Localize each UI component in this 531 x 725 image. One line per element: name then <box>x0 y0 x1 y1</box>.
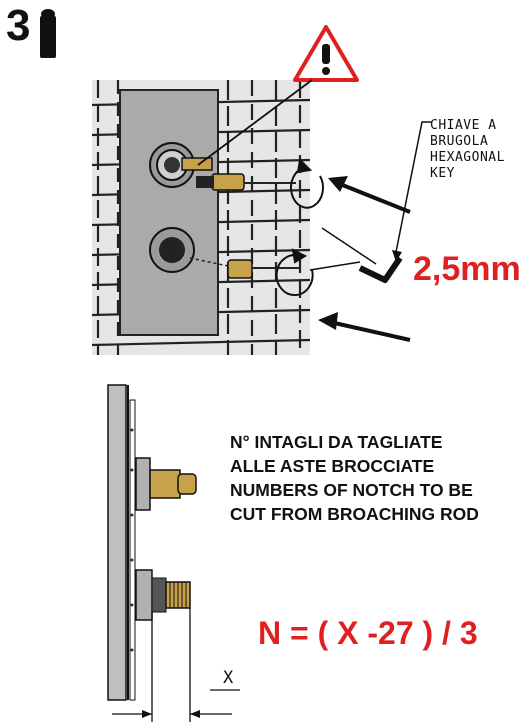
key-label-line: HEXAGONAL <box>430 150 505 165</box>
push-arrows <box>318 176 411 342</box>
dimension-x-label: X <box>223 668 234 688</box>
upper-section-rod <box>135 457 197 511</box>
allen-key-icon <box>40 9 56 58</box>
cover-plate <box>119 89 219 336</box>
key-label-line: CHIAVE A <box>430 118 497 133</box>
rotation-arrow-lower <box>275 248 314 297</box>
notch-instruction-line: N° INTAGLI DA TAGLIATE <box>230 432 443 452</box>
wall-section <box>107 384 136 701</box>
lower-section-rod <box>135 569 191 621</box>
notch-instruction-line: NUMBERS OF NOTCH TO BE <box>230 480 473 500</box>
notch-formula: N = ( X -27 ) / 3 <box>258 615 478 651</box>
step-number: 3 <box>6 1 31 50</box>
key-label-line: KEY <box>430 166 455 181</box>
lower-valve <box>149 227 300 279</box>
key-size-label: 2,5mm <box>413 250 521 288</box>
hexagonal-key <box>309 121 432 283</box>
dimension-x <box>112 608 240 722</box>
key-label-line: BRUGOLA <box>430 134 489 149</box>
notch-instructions: N° INTAGLI DA TAGLIATE ALLE ASTE BROCCIA… <box>230 430 479 526</box>
rotation-arrow-upper <box>290 157 324 209</box>
hexagonal-key-label: CHIAVE A BRUGOLA HEXAGONAL KEY <box>430 118 505 182</box>
upper-valve <box>149 142 296 191</box>
notch-instruction-line: ALLE ASTE BROCCIATE <box>230 456 435 476</box>
notch-instruction-line: CUT FROM BROACHING ROD <box>230 504 479 524</box>
warning-triangle-icon <box>197 25 359 166</box>
